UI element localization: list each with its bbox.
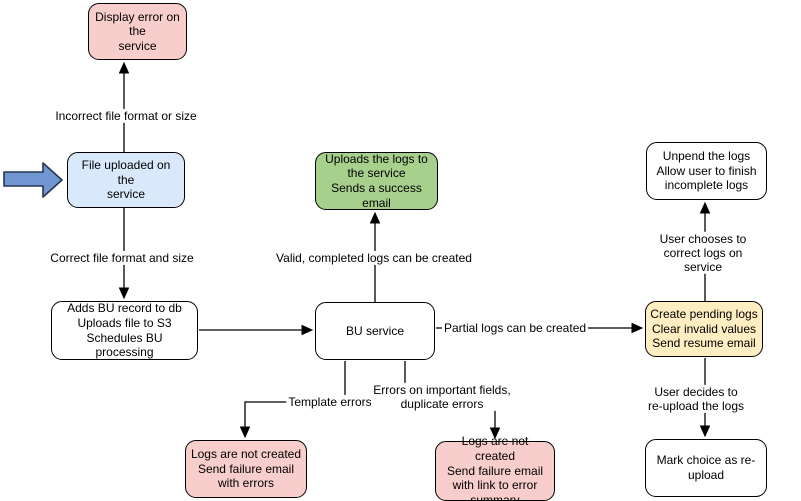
node-logs-not-created-summary: Logs are not created Send failure email …: [435, 434, 555, 501]
node-file-uploaded: File uploaded on the service: [67, 152, 185, 208]
node-unpend-logs: Unpend the logs Allow user to finish inc…: [646, 142, 767, 200]
edge-label-incorrect-format: Incorrect file format or size: [53, 108, 199, 124]
edge-label-user-corrects: User chooses to correct logs on service: [654, 231, 752, 275]
edge-label-partial-logs: Partial logs can be created: [441, 320, 589, 336]
node-logs-not-created-errors: Logs are not created Send failure email …: [185, 440, 307, 498]
edge-label-template-errors: Template errors: [286, 394, 374, 410]
edge-label-important-field-errors: Errors on important fields, duplicate er…: [371, 382, 513, 412]
node-create-pending-label: Create pending logs Clear invalid values…: [650, 307, 758, 351]
edge-label-valid-logs: Valid, completed logs can be created: [274, 250, 474, 266]
node-adds-bu-record-label: Adds BU record to db Uploads file to S3 …: [67, 301, 182, 360]
node-uploads-logs-label: Uploads the logs to the service Sends a …: [325, 151, 428, 210]
node-mark-reupload: Mark choice as re- upload: [645, 439, 767, 497]
node-create-pending: Create pending logs Clear invalid values…: [645, 301, 763, 357]
node-display-error-label: Display error on the service: [95, 9, 180, 53]
node-bu-service: BU service: [315, 302, 435, 360]
node-logs-not-created-errors-label: Logs are not created Send failure email …: [190, 447, 302, 491]
node-unpend-logs-label: Unpend the logs Allow user to finish inc…: [656, 149, 757, 193]
node-bu-service-label: BU service: [345, 323, 404, 338]
entry-arrow-icon: [3, 162, 63, 198]
node-adds-bu-record: Adds BU record to db Uploads file to S3 …: [51, 301, 198, 360]
node-file-uploaded-label: File uploaded on the service: [81, 158, 171, 202]
node-uploads-logs: Uploads the logs to the service Sends a …: [315, 152, 438, 210]
node-mark-reupload-label: Mark choice as re- upload: [656, 453, 756, 482]
edge-label-correct-format: Correct file format and size: [48, 250, 196, 266]
node-logs-not-created-summary-label: Logs are not created Send failure email …: [446, 434, 544, 501]
node-display-error: Display error on the service: [88, 3, 187, 60]
edge-label-user-reuploads: User decides to re-upload the logs: [643, 384, 749, 414]
